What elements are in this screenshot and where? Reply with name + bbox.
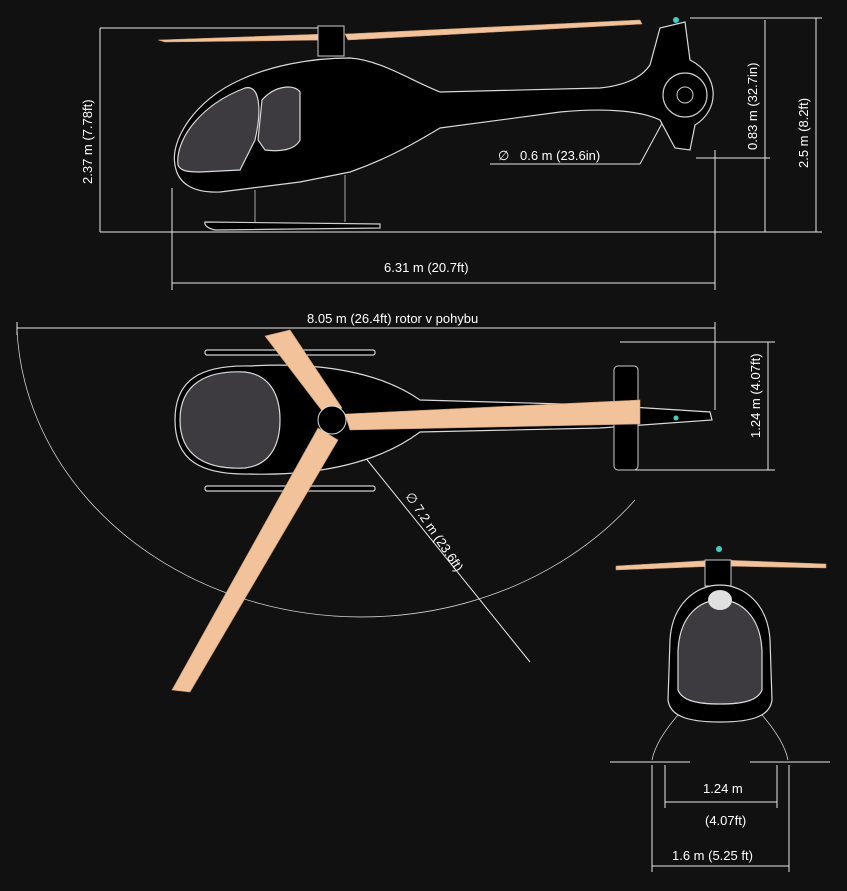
skid-inner-ft-label: (4.07ft) (705, 813, 746, 828)
rotor-sweep-arc (16, 329, 636, 618)
overall-height-label: 2.5 m (8.2ft) (796, 98, 811, 168)
top-view: 8.05 m (26.4ft) rotor v pohybu ∅ 7.2 m (… (16, 311, 775, 693)
front-rotor-mast (704, 559, 732, 587)
blade-top-2 (344, 399, 641, 431)
side-view: 2.37 m (7.78ft) 2.5 m (8.2ft) 0.83 m (32… (80, 17, 822, 290)
main-rotor-blade-right (344, 19, 643, 41)
main-rotor-blade-left (157, 33, 331, 43)
front-blade-right (721, 559, 827, 569)
blade-top-3 (171, 427, 339, 693)
rotor-diameter-dimension-line (334, 419, 531, 663)
rotor-span-label: 8.05 m (26.4ft) rotor v pohybu (307, 311, 478, 326)
diameter-symbol: ∅ (498, 148, 509, 163)
skid-outer-label: 1.6 m (5.25 ft) (672, 848, 753, 863)
tail-beacon-top (673, 415, 679, 421)
fenestron-hub (676, 86, 694, 104)
front-canopy (677, 599, 763, 705)
front-beacon (716, 546, 722, 552)
canopy-top (179, 371, 281, 469)
tail-rotor-height-label: 0.83 m (32.7in) (745, 63, 760, 150)
rotor-diameter-label: ∅ 7.2 m (23.6ft) (403, 489, 467, 574)
skid-inner-label: 1.24 m (703, 781, 743, 796)
fuselage-side (173, 21, 714, 193)
stabilizer-width-label: 1.24 m (4.07ft) (748, 353, 763, 438)
length-label: 6.31 m (20.7ft) (384, 260, 469, 275)
tail-rotor-diameter-label: 0.6 m (23.6in) (520, 148, 600, 163)
side-window (257, 86, 301, 152)
front-blade-left (615, 559, 721, 571)
skid-side (204, 221, 381, 231)
height-label: 2.37 m (7.78ft) (80, 99, 95, 184)
blade-top-1 (264, 329, 343, 417)
front-engine-intake (708, 590, 732, 610)
rotor-hub-top (317, 405, 347, 435)
tail-beacon (673, 17, 679, 23)
rotor-hub (317, 25, 345, 57)
front-view: 1.24 m (4.07ft) 1.6 m (5.25 ft) (610, 546, 830, 872)
windshield (177, 87, 260, 173)
